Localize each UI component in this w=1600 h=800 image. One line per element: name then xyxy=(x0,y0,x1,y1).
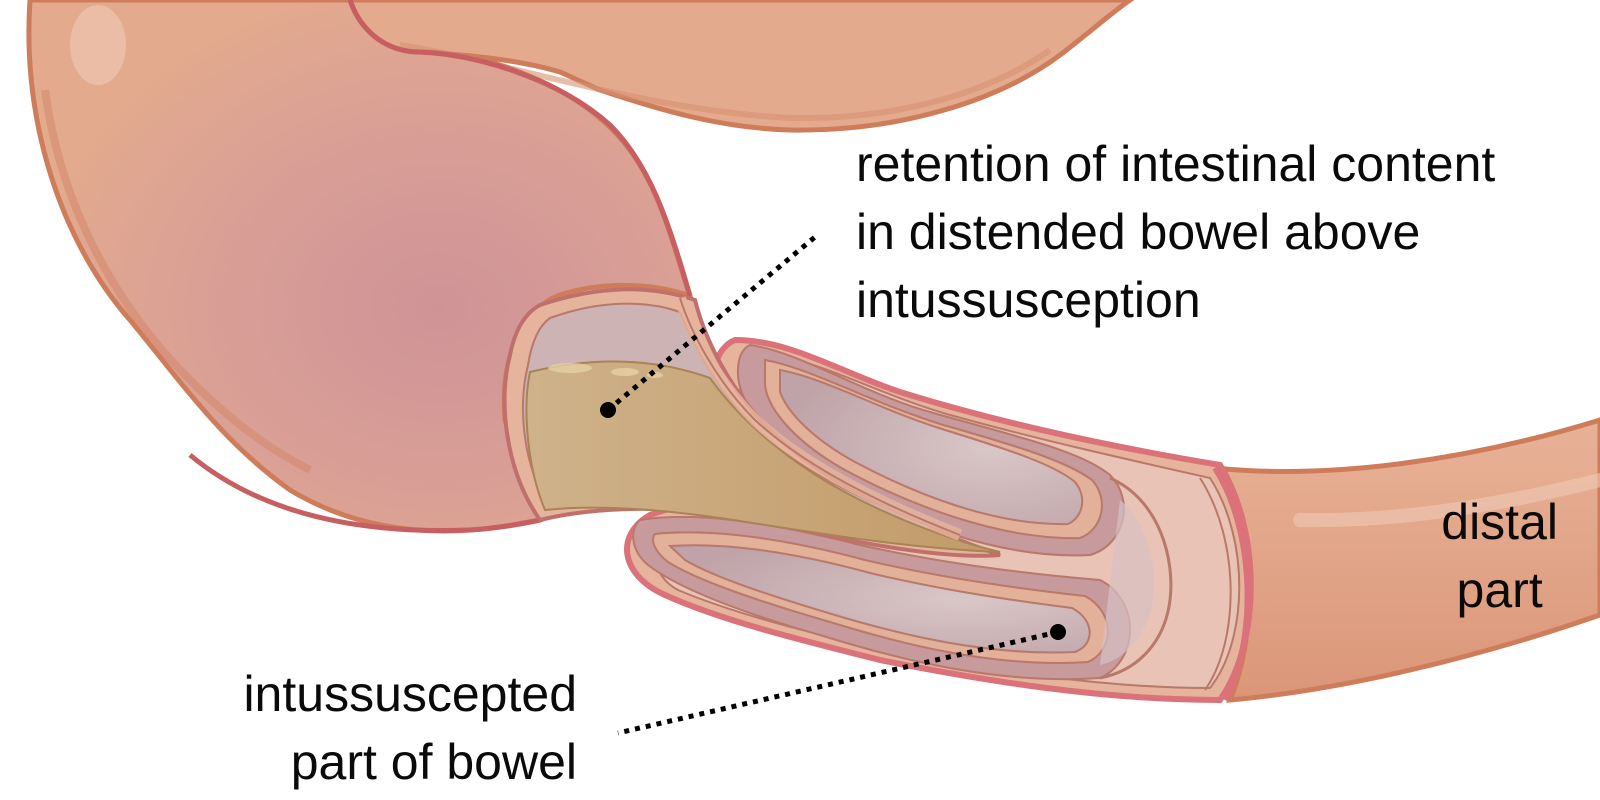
retention-leader-dot xyxy=(600,402,616,418)
intussuscepted-leader-line xyxy=(617,629,1059,736)
retained-content-section xyxy=(502,287,1001,558)
retention-label: retention of intestinal content in diste… xyxy=(856,130,1495,334)
intussuscepted-leader-dot xyxy=(1050,624,1066,640)
intussuscepted-label-line-2: part of bowel xyxy=(290,734,577,790)
intussuscepted-label-line-1: intussuscepted xyxy=(243,666,577,722)
retention-leader-line xyxy=(606,235,817,412)
distal-label: distal part xyxy=(1441,488,1558,624)
leader-lines xyxy=(600,235,1066,736)
retention-label-line-3: intussusception xyxy=(856,272,1201,328)
intussusception-segment xyxy=(624,336,1254,704)
distal-label-line-1: distal xyxy=(1441,494,1558,550)
retention-label-line-1: retention of intestinal content xyxy=(856,136,1496,192)
distal-label-line-2: part xyxy=(1456,562,1543,618)
retention-label-line-2: in distended bowel above xyxy=(856,204,1421,260)
intussuscepted-label: intussuscepted part of bowel xyxy=(243,660,577,796)
